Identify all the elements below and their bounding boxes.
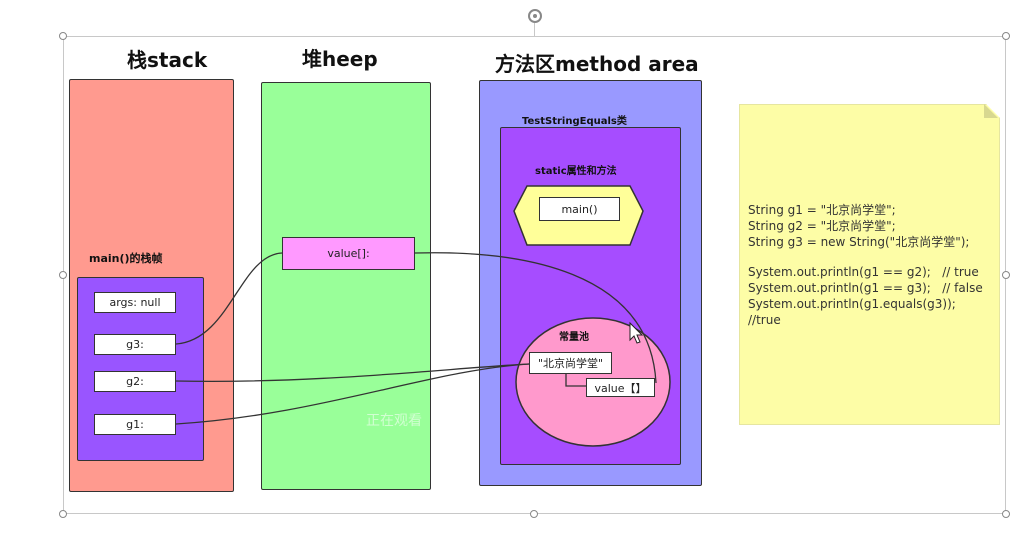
heap-value-cell[interactable]: value[]: <box>282 237 415 270</box>
static-label: static属性和方法 <box>535 166 617 177</box>
g3-cell[interactable]: g3: <box>94 334 176 355</box>
main-frame-label: main()的栈帧 <box>89 252 163 265</box>
code-line-3: String g3 = new String("北京尚学堂"); <box>748 235 970 249</box>
g2-cell[interactable]: g2: <box>94 371 176 392</box>
constant-pool-label: 常量池 <box>559 332 589 343</box>
code-line-2: String g2 = "北京尚学堂"; <box>748 219 896 233</box>
resize-handle-bottom-right[interactable] <box>1002 510 1010 518</box>
stack-title: 栈stack <box>127 48 208 72</box>
rotate-handle[interactable] <box>528 9 542 23</box>
code-line-5: System.out.println(g1 == g2); // true <box>748 265 979 279</box>
rotate-handle-stem <box>534 23 535 36</box>
resize-handle-top-left[interactable] <box>59 32 67 40</box>
resize-handle-left[interactable] <box>59 271 67 279</box>
code-line-1: String g1 = "北京尚学堂"; <box>748 203 896 217</box>
g1-cell[interactable]: g1: <box>94 414 176 435</box>
watermark-text: 正在观看 <box>366 413 422 429</box>
pool-value-cell[interactable]: value【】 <box>586 378 655 397</box>
main-method-cell[interactable]: main() <box>539 197 620 221</box>
class-box[interactable] <box>500 127 681 465</box>
class-label: TestStringEquals类 <box>522 116 627 127</box>
code-sticky-note[interactable] <box>739 104 1000 425</box>
code-line-6: System.out.println(g1 == g3); // false <box>748 281 983 295</box>
args-cell[interactable]: args: null <box>94 292 176 313</box>
resize-handle-bottom[interactable] <box>530 510 538 518</box>
string-literal-cell[interactable]: "北京尚学堂" <box>529 352 612 374</box>
code-line-8: //true <box>748 313 781 327</box>
code-line-7: System.out.println(g1.equals(g3)); <box>748 297 956 311</box>
resize-handle-top-right[interactable] <box>1002 32 1010 40</box>
resize-handle-right[interactable] <box>1002 271 1010 279</box>
method-area-title: 方法区method area <box>495 52 699 76</box>
heap-title: 堆heep <box>302 47 378 71</box>
resize-handle-bottom-left[interactable] <box>59 510 67 518</box>
